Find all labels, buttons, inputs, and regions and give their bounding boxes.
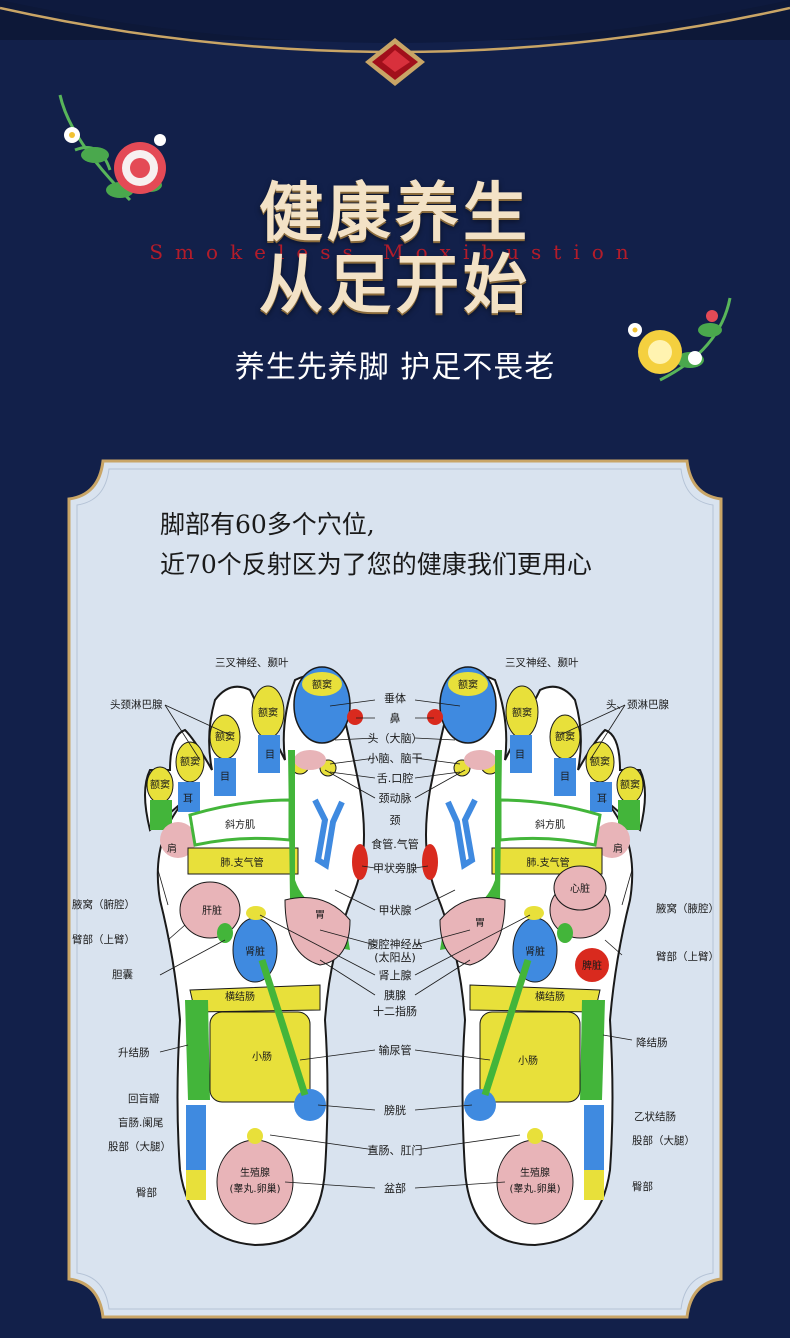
- zone-reproductive-left: 生殖腺: [240, 1166, 270, 1179]
- zone-eye-right-2: 目: [560, 772, 570, 783]
- label-brain: 头（大脑）: [368, 731, 423, 745]
- zone-sinus-left-3: 额窦: [180, 755, 200, 768]
- label-tongue-mouth: 舌.口腔: [377, 771, 414, 785]
- zone-lung-right: 肺.支气管: [526, 856, 569, 869]
- embroidered-flower-right-icon: [628, 297, 732, 382]
- red-gem-icon: [365, 38, 425, 86]
- label-trigeminal-right: 三叉神经、颞叶: [505, 656, 579, 669]
- label-trigeminal-left: 三叉神经、颞叶: [215, 656, 289, 669]
- zone-stomach-right: 胃: [475, 917, 485, 929]
- label-solar-plexus: (太阳丛): [374, 951, 416, 964]
- zone-sinus-big-right: 额窦: [458, 678, 478, 691]
- label-adrenal: 肾上腺: [379, 968, 412, 982]
- zone-shoulder-right: 肩: [613, 842, 623, 855]
- headline-line2: 从足开始: [259, 248, 531, 323]
- label-lymph-left: 头颈淋巴腺: [110, 698, 163, 711]
- foot-reflexology-diagram: 额窦 额窦 额窦 额窦 额窦 目 目 耳 斜方肌 肩 肺.支气管 肝脏 胃 肾脏…: [72, 656, 719, 1260]
- zone-small-intestine-left: 小肠: [252, 1051, 272, 1063]
- label-cerebellum: 小脑、脑干: [368, 752, 423, 765]
- zone-ear-left: 耳: [183, 793, 193, 805]
- label-buttock-right: 臀部: [632, 1180, 653, 1193]
- zone-sinus-left-1: 额窦: [258, 706, 278, 719]
- slogan: 养生先养脚 护足不畏老: [234, 350, 556, 385]
- label-parathyroid: 甲状旁腺: [373, 861, 417, 875]
- zone-spleen: 脾脏: [582, 959, 602, 972]
- zone-transverse-colon-right: 横结肠: [535, 990, 565, 1003]
- zone-stomach-left: 胃: [315, 909, 325, 921]
- label-thigh-right: 股部（大腿）: [632, 1134, 695, 1147]
- label-sigmoid-colon: 乙状结肠: [634, 1110, 676, 1123]
- zone-sinus-right-2: 额窦: [555, 730, 575, 743]
- label-neck: 颈: [390, 814, 401, 827]
- zone-eye-left-1: 目: [265, 750, 275, 761]
- label-bladder: 膀胱: [384, 1103, 406, 1117]
- label-nose: 鼻: [390, 711, 401, 725]
- zone-reproductive-right: 生殖腺: [520, 1166, 550, 1179]
- zone-sinus-left-2: 额窦: [215, 730, 235, 743]
- label-pelvis: 盆部: [384, 1181, 406, 1195]
- label-descending-colon: 降结肠: [636, 1036, 668, 1049]
- label-rectum-anus: 直肠、肛门: [368, 1143, 423, 1157]
- label-ileocecal-valve: 回盲瓣: [128, 1092, 160, 1105]
- label-upper-arm-right: 臂部（上臂）: [656, 950, 719, 963]
- label-pituitary: 垂体: [384, 691, 406, 705]
- intro-line1: 脚部有60多个穴位,: [160, 510, 375, 539]
- label-lymph-right: 头、颈淋巴腺: [606, 698, 669, 711]
- embroidered-flower-left-icon: [58, 94, 166, 202]
- headline-line1: 健康养生: [259, 176, 531, 251]
- zone-kidney-left: 肾脏: [245, 945, 265, 958]
- intro-line2: 近70个反射区为了您的健康我们更用心: [160, 550, 592, 579]
- zone-eye-right-1: 目: [515, 750, 525, 761]
- zone-sinus-big-left: 额窦: [312, 678, 332, 691]
- label-carotid: 颈动脉: [379, 791, 412, 805]
- label-ascending-colon: 升结肠: [118, 1046, 150, 1059]
- label-ureter: 输尿管: [379, 1043, 412, 1057]
- label-upper-arm-left: 臂部（上臂）: [72, 933, 135, 946]
- zone-heart: 心脏: [570, 882, 590, 895]
- label-pancreas: 胰腺: [384, 988, 406, 1002]
- label-celiac-plexus: 腹腔神经丛: [368, 937, 423, 951]
- zone-reproductive-sub-left: (睾丸.卵巢): [230, 1182, 281, 1195]
- label-axilla-right: 腋窝（腋腔）: [656, 902, 719, 915]
- zone-eye-left-2: 目: [220, 772, 230, 783]
- zone-trapezius-right: 斜方肌: [535, 818, 565, 831]
- right-foot: [422, 667, 645, 1245]
- zone-sinus-right-3: 额窦: [590, 755, 610, 768]
- zone-sinus-right-4: 额窦: [620, 778, 640, 791]
- label-gallbladder: 胆囊: [112, 968, 133, 981]
- zone-liver: 肝脏: [202, 904, 222, 917]
- label-buttock-left: 臀部: [136, 1186, 157, 1199]
- label-esophagus: 食管.气管: [371, 837, 419, 851]
- label-thigh-left: 股部（大腿）: [108, 1140, 171, 1153]
- zone-kidney-right: 肾脏: [525, 945, 545, 958]
- zone-sinus-left-4: 额窦: [150, 778, 170, 791]
- subtitle-english: Smokeless Moxibustion: [149, 240, 641, 264]
- label-duodenum: 十二指肠: [373, 1004, 417, 1018]
- zone-shoulder-left: 肩: [167, 842, 177, 855]
- left-foot: [145, 667, 368, 1245]
- zone-ear-right: 耳: [597, 793, 607, 805]
- zone-transverse-colon-left: 横结肠: [225, 990, 255, 1003]
- zone-trapezius-left: 斜方肌: [225, 818, 255, 831]
- label-axilla-left: 腋窝（腑腔）: [72, 898, 135, 911]
- zone-sinus-right-1: 额窦: [512, 706, 532, 719]
- zone-lung-left: 肺.支气管: [220, 856, 263, 869]
- zone-small-intestine-right: 小肠: [518, 1055, 538, 1067]
- label-cecum-appendix: 盲肠.阑尾: [118, 1116, 163, 1129]
- zone-reproductive-sub-right: (睾丸.卵巢): [510, 1182, 561, 1195]
- label-thyroid: 甲状腺: [379, 903, 412, 917]
